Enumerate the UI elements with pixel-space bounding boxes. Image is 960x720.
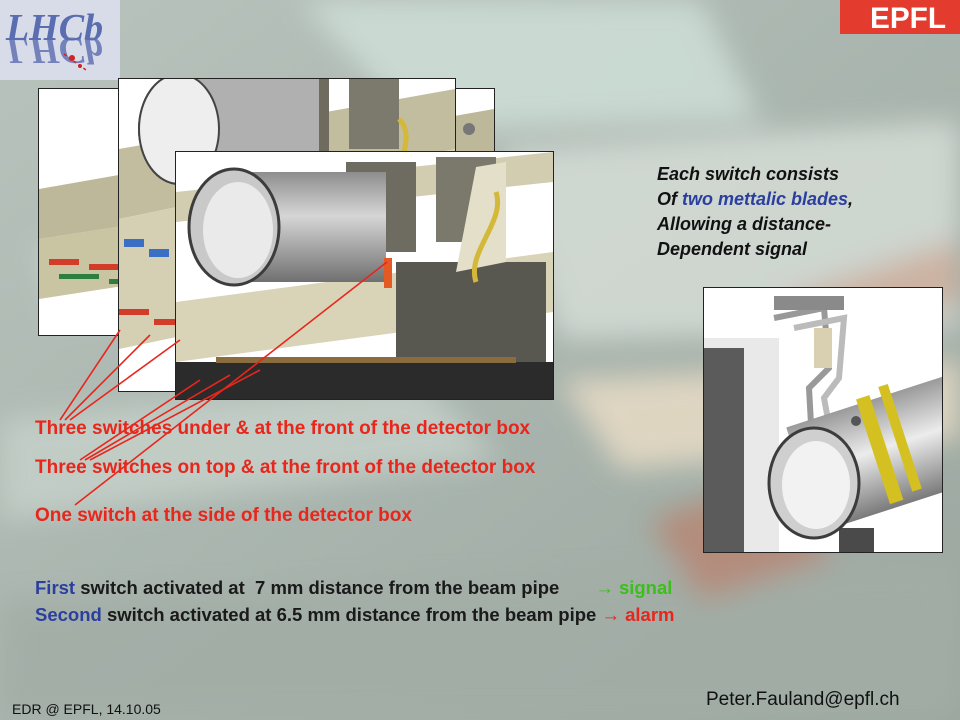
svg-text:LHCb: LHCb xyxy=(5,29,103,71)
arrow-icon: → xyxy=(595,577,614,598)
svg-text:LHCb: LHCb xyxy=(5,7,103,49)
switch-description: Each switch consists Of two mettalic bla… xyxy=(657,162,947,262)
activation-first: First switch activated at 7 mm distance … xyxy=(35,577,673,598)
activation-second: Second switch activated at 6.5 mm distan… xyxy=(35,604,675,625)
caption-side: One switch at the side of the detector b… xyxy=(35,505,412,526)
caption-top-front: Three switches on top & at the front of … xyxy=(35,457,536,478)
note-line-3: Allowing a distance- xyxy=(657,214,832,234)
note-line-2: Of two mettalic blades, xyxy=(657,189,854,209)
arrow-icon: → xyxy=(601,604,620,625)
svg-text:EPFL: EPFL xyxy=(870,2,946,34)
detector-render-front xyxy=(176,152,553,399)
first-word: First xyxy=(35,577,76,598)
footer-email: Peter.Fauland@epfl.ch xyxy=(706,689,900,710)
alarm-label: alarm xyxy=(619,604,675,625)
note-highlight: two mettalic blades xyxy=(682,189,849,209)
note-line-4: Dependent signal xyxy=(657,239,808,259)
switch-render xyxy=(704,288,942,552)
lhcb-logo-icon: LHCb LHCb xyxy=(5,7,103,71)
detector-box-image-front xyxy=(175,151,554,400)
lhcb-logo: LHCb LHCb xyxy=(0,0,120,80)
signal-label: signal xyxy=(613,577,673,598)
second-word: Second xyxy=(35,604,102,625)
footer-event: EDR @ EPFL, 14.10.05 xyxy=(12,701,161,717)
switch-closeup-image xyxy=(703,287,943,553)
note-line-1: Each switch consists xyxy=(657,164,840,184)
epfl-logo-icon: EPFL xyxy=(870,2,946,35)
epfl-logo: EPFL xyxy=(840,0,960,35)
caption-under-front: Three switches under & at the front of t… xyxy=(35,418,531,439)
